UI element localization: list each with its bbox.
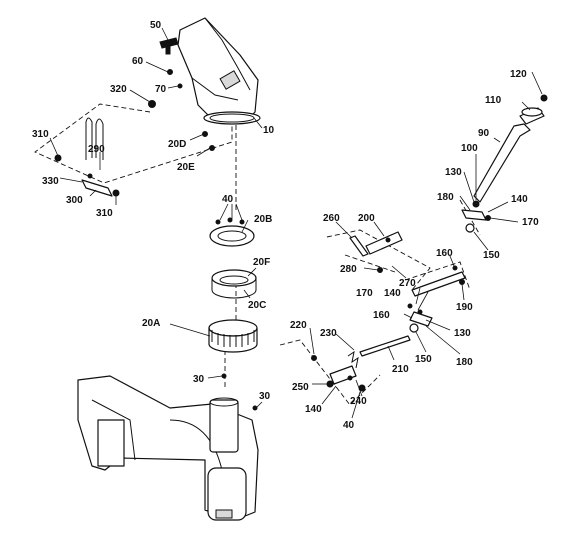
callout-180-upper: 180 [437,192,454,203]
callout-220: 220 [290,320,307,331]
auger-housing [77,373,259,521]
hardware-60 [167,69,173,75]
callout-310-lower: 310 [96,208,113,219]
callout-270: 270 [399,278,416,289]
linkage-190 [411,265,466,297]
callout-290: 290 [88,144,105,155]
hardware-70 [177,83,183,89]
callout-130-upper: 130 [445,167,462,178]
callout-140-lower: 140 [305,404,322,415]
callout-20E: 20E [177,162,195,173]
callout-20B: 20B [254,214,272,225]
callout-110: 110 [485,95,502,106]
callout-50: 50 [150,20,162,31]
callout-260: 260 [323,213,340,224]
callout-labels: 50 60 70 320 10 20D 20E 310 290 330 300 … [32,20,539,431]
hardware-20D [202,131,208,137]
callout-200: 200 [358,213,375,224]
deflector-spring [54,117,104,162]
callout-160-lower: 160 [373,310,390,321]
callout-160-upper: 160 [436,248,453,259]
hardware-320 [148,100,156,108]
callout-150-lower: 150 [415,354,432,365]
callout-280: 280 [340,264,357,275]
callout-210: 210 [392,364,409,375]
callout-30-left: 30 [193,374,205,385]
ring-middle [211,269,257,299]
callout-40-upper: 40 [222,194,234,205]
linkage-200 [349,231,403,273]
callout-100: 100 [461,143,478,154]
callout-130-lower: 130 [454,328,471,339]
ring-upper [209,217,255,247]
callout-140-upper: 140 [511,194,528,205]
ring-lower-gear [208,319,258,353]
deflector-bracket [81,173,120,197]
callout-330: 330 [42,176,59,187]
crank-bracket-upper [461,200,491,233]
chute-knob [159,37,179,55]
callout-170-upper: 170 [522,217,539,228]
callout-150-upper: 150 [483,250,500,261]
callout-190: 190 [456,302,473,313]
callout-30-right: 30 [259,391,271,402]
callout-10: 10 [263,125,275,136]
callout-90: 90 [478,128,490,139]
callout-320: 320 [110,84,127,95]
callout-70: 70 [155,84,167,95]
linkage-lower [407,303,433,333]
callout-250: 250 [292,382,309,393]
callout-60: 60 [132,56,144,67]
callout-20D: 20D [168,139,186,150]
callout-20C: 20C [248,300,266,311]
callout-300: 300 [66,195,83,206]
callout-120: 120 [510,69,527,80]
callout-240: 240 [350,396,367,407]
callout-140-middle: 140 [384,288,401,299]
hardware-20E [209,145,215,151]
crank-rod [473,94,548,203]
callout-40-lower: 40 [343,420,355,431]
callout-20A: 20A [142,318,160,329]
callout-180-lower: 180 [456,357,473,368]
callout-170-lower: 170 [356,288,373,299]
leader-lines [49,27,543,419]
assembly-guide-lines [34,103,481,406]
callout-20F: 20F [253,257,270,268]
callout-230: 230 [320,328,337,339]
discharge-chute [177,17,261,125]
callout-310-upper: 310 [32,129,49,140]
